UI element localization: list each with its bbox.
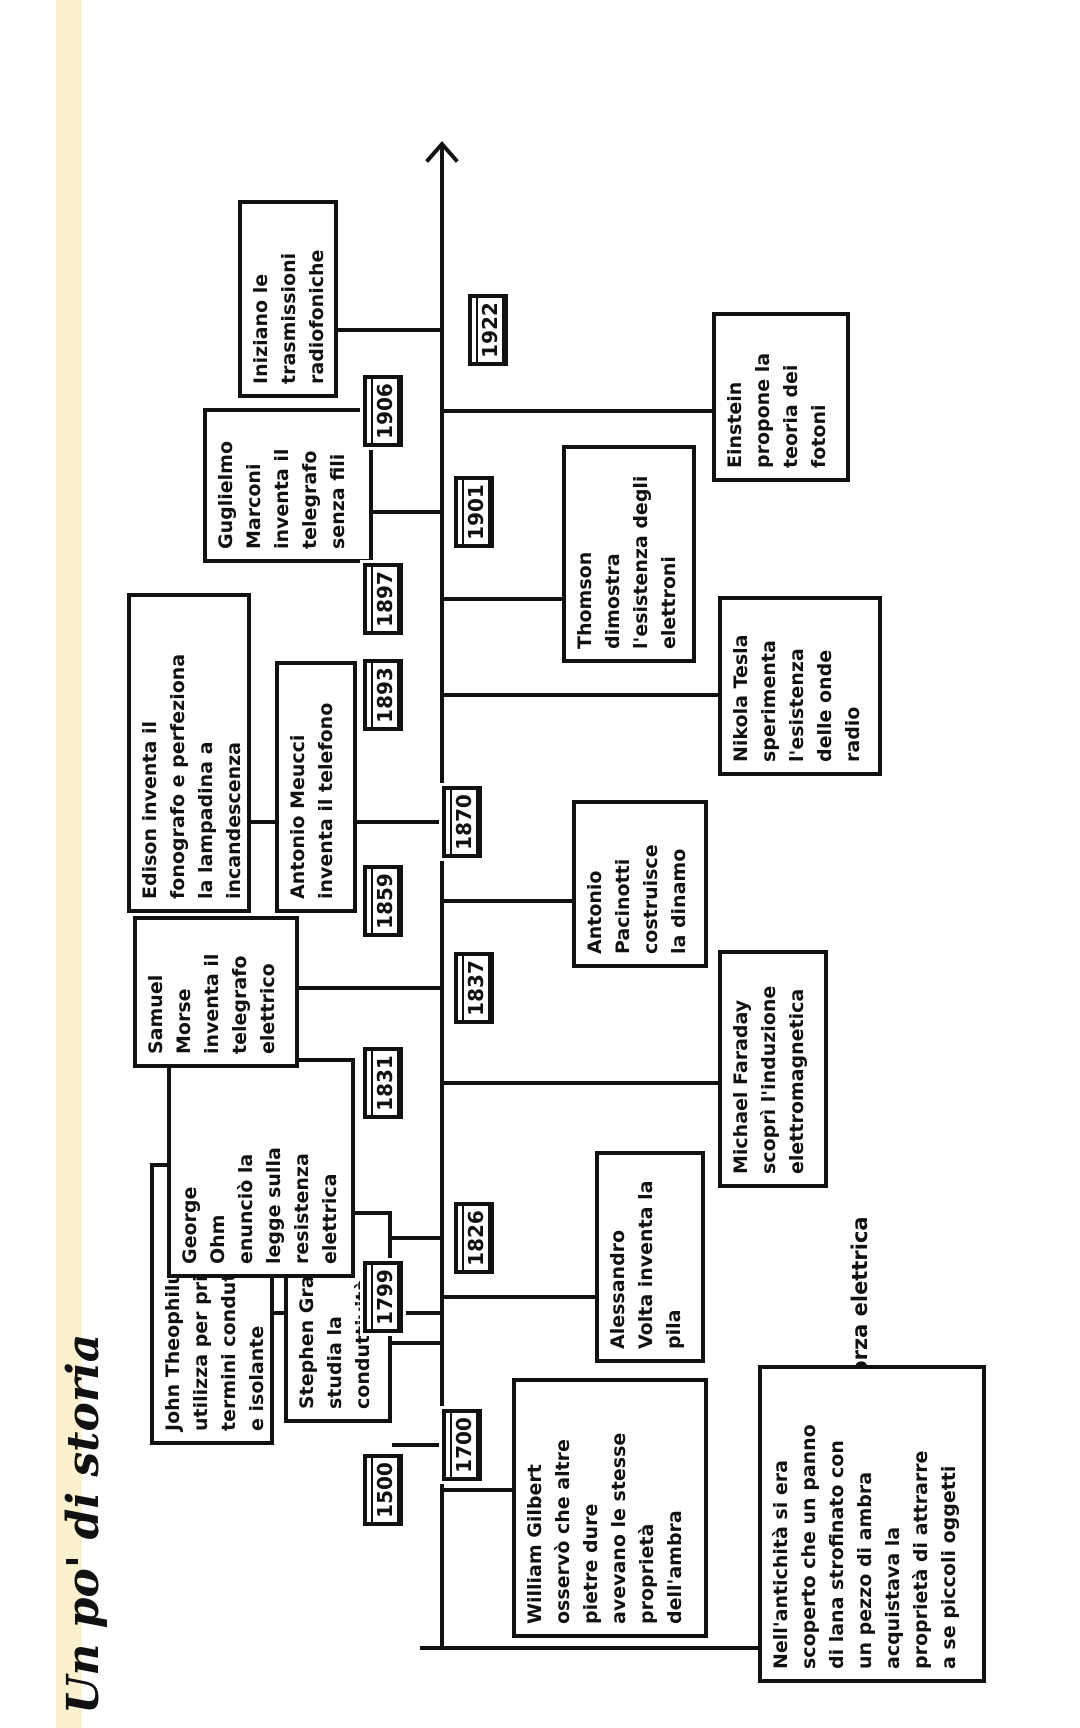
year-1870: 1870: [440, 780, 484, 864]
year-1837: 1837: [452, 946, 496, 1030]
year-label: 1893: [371, 663, 399, 727]
year-label: 1500: [371, 1458, 399, 1522]
year-label: 1826: [462, 1206, 490, 1270]
year-label: 1831: [371, 1051, 399, 1115]
margin-highlight: [56, 0, 82, 1728]
event-gilbert: William Gilbert osservò che altre pietre…: [512, 1378, 708, 1638]
year-1906: 1906: [361, 369, 405, 453]
event-volta: Alessandro Volta inventa la pila: [595, 1151, 705, 1363]
year-1893: 1893: [361, 653, 405, 737]
event-ohm: George Ohm enunciò la legge sulla resist…: [167, 1058, 355, 1278]
event-tesla: Nikola Tesla sperimenta l'esistenza dell…: [718, 596, 882, 776]
page-title: Un po' di storia: [58, 1333, 109, 1714]
year-1500: 1500: [361, 1448, 405, 1532]
event-marconi: Guglielmo Marconi inventa il telegrafo s…: [203, 408, 373, 563]
year-1901: 1901: [452, 470, 496, 554]
year-label: 1859: [371, 869, 399, 933]
year-1700: 1700: [440, 1403, 484, 1487]
event-faraday: Michael Faraday scoprì l'induzione elett…: [718, 950, 828, 1188]
year-label: 1906: [371, 379, 399, 443]
event-pacinotti: Antonio Pacinotti costruisce la dinamo: [572, 800, 708, 968]
year-label: 1870: [450, 790, 478, 854]
event-radio: Iniziano le trasmissioni radiofoniche: [238, 200, 338, 398]
year-1826: 1826: [452, 1196, 496, 1280]
event-edison: Edison inventa il fonografo e perfeziona…: [127, 593, 251, 913]
year-label: 1700: [450, 1413, 478, 1477]
year-1859: 1859: [361, 859, 405, 943]
event-morse: Samuel Morse inventa il telegrafo elettr…: [133, 916, 299, 1068]
year-label: 1897: [371, 567, 399, 631]
year-1922: 1922: [466, 288, 510, 372]
year-1799: 1799: [361, 1255, 405, 1339]
event-meucci: Antonio Meucci inventa il telefono: [275, 661, 357, 913]
year-1897: 1897: [361, 557, 405, 641]
event-antiquity: Nell'antichità si era scoperto che un pa…: [758, 1365, 986, 1683]
year-label: 1901: [462, 480, 490, 544]
event-thomson: Thomson dimostra l'esistenza degli elett…: [562, 445, 696, 663]
axis-arrowhead: [425, 140, 459, 163]
event-einstein: Einstein propone la teoria dei fotoni: [712, 312, 850, 482]
year-1831: 1831: [361, 1041, 405, 1125]
year-label: 1799: [371, 1265, 399, 1329]
force-label: forza elettrica: [848, 1216, 872, 1384]
year-label: 1837: [462, 956, 490, 1020]
year-label: 1922: [476, 298, 504, 362]
